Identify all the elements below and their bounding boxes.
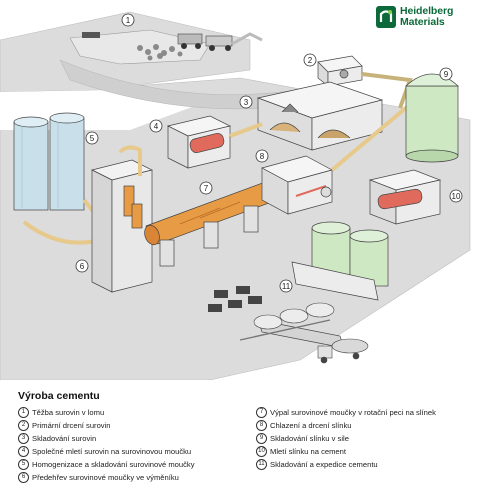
legend-title: Výroba cementu (18, 390, 100, 402)
svg-text:2: 2 (308, 56, 313, 65)
rail-wagons (239, 302, 335, 341)
raw-meal-silos (13, 112, 85, 211)
legend-item-text: Homogenizace a skladování surovinové mou… (32, 460, 195, 469)
legend-item-text: Výpal surovinové moučky v rotační peci n… (270, 408, 436, 417)
step-number-badge: 9 (256, 433, 267, 444)
step-number-badge: 5 (18, 459, 29, 470)
cement-mill (368, 169, 442, 225)
marker-8: 8 (255, 149, 269, 163)
legend-item-text: Skladování surovin (32, 434, 97, 443)
raw-store (256, 81, 384, 151)
brand-logo: Heidelberg Materials (376, 4, 482, 32)
legend-item-text: Skladování a expedice cementu (270, 460, 378, 469)
preheater-tower (90, 145, 154, 293)
brand-name: Heidelberg Materials (400, 5, 454, 28)
clinker-cooler (261, 155, 333, 215)
svg-text:3: 3 (244, 98, 249, 107)
brand-mark-icon (376, 6, 396, 28)
svg-text:7: 7 (204, 184, 209, 193)
legend-item-text: Těžba surovin v lomu (32, 408, 105, 417)
legend-item-text: Společné mletí surovin na surovinovou mo… (32, 447, 192, 456)
step-number-badge: 6 (18, 472, 29, 483)
step-number-badge: 10 (256, 446, 267, 457)
raw-mill (166, 115, 232, 169)
svg-text:11: 11 (282, 282, 291, 291)
step-number-badge: 8 (256, 420, 267, 431)
svg-text:5: 5 (90, 134, 95, 143)
svg-text:6: 6 (80, 262, 85, 271)
pallets (208, 286, 262, 312)
marker-9: 9 (439, 67, 453, 81)
marker-11: 11 (279, 279, 293, 293)
marker-7: 7 (199, 181, 213, 195)
step-number-badge: 11 (256, 459, 267, 470)
svg-text:4: 4 (154, 122, 159, 131)
rotary-kiln (144, 177, 289, 267)
step-markers: 1 2 3 4 5 6 7 8 9 10 11 (75, 13, 463, 293)
legend-item-text: Chlazení a drcení slínku (270, 421, 352, 430)
clinker-silo (405, 73, 459, 163)
legend-item-text: Primární drcení surovin (32, 421, 111, 430)
step-number-badge: 3 (18, 433, 29, 444)
svg-text:10: 10 (452, 192, 461, 201)
quarry (69, 29, 263, 65)
step-number-badge: 4 (18, 446, 29, 457)
legend-item-text: Mletí slínku na cement (270, 447, 346, 456)
step-number-badge: 7 (256, 407, 267, 418)
legend-item-text: Skladování slínku v sile (270, 434, 349, 443)
crusher-building (317, 55, 363, 87)
step-number-badge: 1 (18, 407, 29, 418)
svg-text:9: 9 (444, 70, 449, 79)
marker-10: 10 (449, 189, 463, 203)
step-number-badge: 2 (18, 420, 29, 431)
marker-6: 6 (75, 259, 89, 273)
svg-text:8: 8 (260, 152, 265, 161)
marker-5: 5 (85, 131, 99, 145)
legend-item-text: Předehřev surovinové moučky ve výměníku (32, 473, 179, 482)
svg-text:1: 1 (126, 16, 131, 25)
marker-4: 4 (149, 119, 163, 133)
cement-plant-illustration: 1 2 3 4 5 6 7 8 9 10 11 (0, 11, 471, 380)
cement-truck (317, 338, 369, 364)
marker-1: 1 (121, 13, 135, 27)
marker-3: 3 (239, 95, 253, 109)
marker-2: 2 (303, 53, 317, 67)
